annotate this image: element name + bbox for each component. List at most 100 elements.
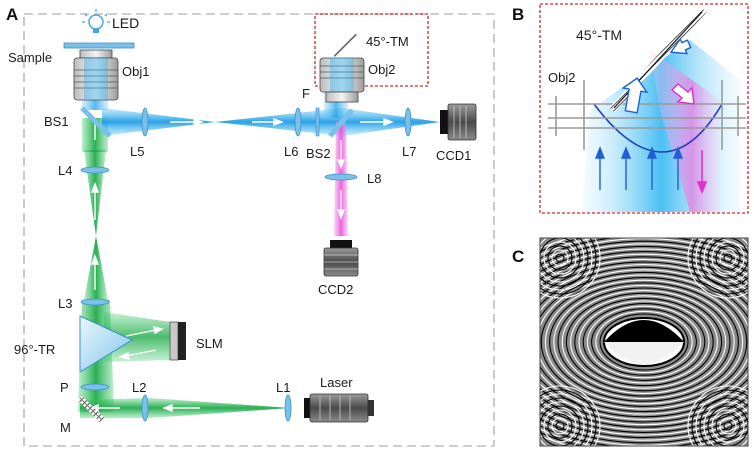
corner-fringe <box>687 238 748 299</box>
fringe-ring <box>578 300 710 384</box>
b-down-arrow <box>696 150 708 195</box>
ccd1-camera <box>440 103 477 141</box>
corner-fringe <box>540 238 597 295</box>
corner-fringe <box>540 238 601 299</box>
corner-fringe <box>695 393 748 446</box>
corner-fringe <box>540 385 601 446</box>
fringe-ring <box>540 271 748 413</box>
fringe-ring <box>540 277 748 407</box>
l7-label: L7 <box>402 144 416 159</box>
corner-fringe <box>723 421 733 431</box>
corner-fringe <box>723 253 733 263</box>
fringe-ring <box>582 303 706 381</box>
tm-label-a: 45°-TM <box>366 34 409 49</box>
panel-label-c: C <box>512 247 524 266</box>
corner-fringe <box>540 405 581 446</box>
hologram-pattern <box>540 238 748 446</box>
corner-fringe <box>540 238 593 291</box>
corner-fringe <box>547 245 573 271</box>
lenses <box>80 107 412 422</box>
corner-fringe <box>540 389 597 446</box>
lens-l3 <box>80 298 110 306</box>
fringe-ring <box>586 305 702 379</box>
corner-fringe <box>540 393 593 446</box>
sample-label: Sample <box>8 50 52 65</box>
l1-label: L1 <box>276 380 290 395</box>
corner-fringe <box>695 238 748 291</box>
corner-fringe <box>540 238 581 279</box>
green-beam-slm <box>104 312 170 362</box>
fringe-ring <box>591 308 697 376</box>
laser-device <box>304 393 374 423</box>
fringe-ring <box>540 261 748 423</box>
lens-l8 <box>324 173 358 181</box>
b-hollow-magenta-arrow <box>670 83 695 105</box>
l3-label: L3 <box>58 296 72 311</box>
corner-fringe <box>703 238 748 283</box>
corner-fringe <box>707 405 748 446</box>
m-label: M <box>60 420 71 435</box>
b-obj2-label: Obj2 <box>548 70 575 85</box>
corner-fringe <box>543 241 577 275</box>
led-icon <box>82 9 110 33</box>
corner-fringe <box>719 249 737 267</box>
obj1-label: Obj1 <box>122 64 149 79</box>
tm-mirror-a-edge <box>333 33 357 57</box>
corner-fringe <box>540 238 585 283</box>
fringe-ring <box>540 251 748 433</box>
obj2-label-a: Obj2 <box>368 62 395 77</box>
b-up-arrows <box>594 146 684 190</box>
bs2-splitter <box>328 108 354 138</box>
panel-c: C <box>512 237 749 447</box>
panel-c-frame <box>539 237 749 447</box>
polarizer-p <box>80 383 110 391</box>
ccd2-label: CCD2 <box>318 282 353 297</box>
fringe-ring <box>540 243 748 441</box>
objective-2 <box>319 57 365 103</box>
fringe-ring <box>544 279 744 405</box>
b-hollow-arrows <box>621 37 692 114</box>
b-tm-label: 45°-TM <box>576 27 622 43</box>
corner-fringe <box>715 413 741 439</box>
lens-l5 <box>141 107 149 137</box>
corner-fringe <box>540 397 589 446</box>
b-objective-body <box>548 80 746 150</box>
fringe-ring <box>540 264 748 420</box>
panel-a-frame <box>23 13 495 447</box>
corner-fringe <box>719 417 737 435</box>
lens-l4 <box>80 166 110 174</box>
fringe-ring <box>540 245 748 439</box>
l2-label: L2 <box>132 380 146 395</box>
fringe-ring <box>540 274 748 410</box>
led-label: LED <box>112 15 139 31</box>
fringe-ring <box>561 290 727 394</box>
bs2-label: BS2 <box>306 146 331 161</box>
fringe-ring <box>557 287 731 397</box>
fringe-ring <box>553 284 735 400</box>
fringe-ring <box>540 238 748 446</box>
ccd2-camera <box>323 240 359 277</box>
fringe-ring <box>565 292 723 392</box>
corner-fringe <box>715 245 741 271</box>
corner-fringe <box>540 401 585 446</box>
fringe-ring <box>574 297 714 387</box>
fringe-ring <box>570 295 718 389</box>
lens-l1 <box>284 394 292 422</box>
green-beam-middle <box>84 236 108 300</box>
fringe-ring <box>540 253 748 431</box>
fringe-ring <box>540 240 748 444</box>
l4-label: L4 <box>58 163 72 178</box>
corner-fringe <box>711 409 745 443</box>
l8-label: L8 <box>367 171 381 186</box>
p-label: P <box>60 380 69 395</box>
tr-label: 96°-TR <box>14 342 55 357</box>
mirror-m-edge <box>79 397 103 421</box>
panel-b: B 45°-TM Obj2 <box>512 3 749 214</box>
tr-prism <box>79 315 134 373</box>
f-label: F <box>302 86 310 101</box>
lens-l7 <box>404 107 412 137</box>
panel-label-a: A <box>6 5 18 24</box>
corner-fringe <box>707 238 748 279</box>
ccd1-label: CCD1 <box>436 148 471 163</box>
